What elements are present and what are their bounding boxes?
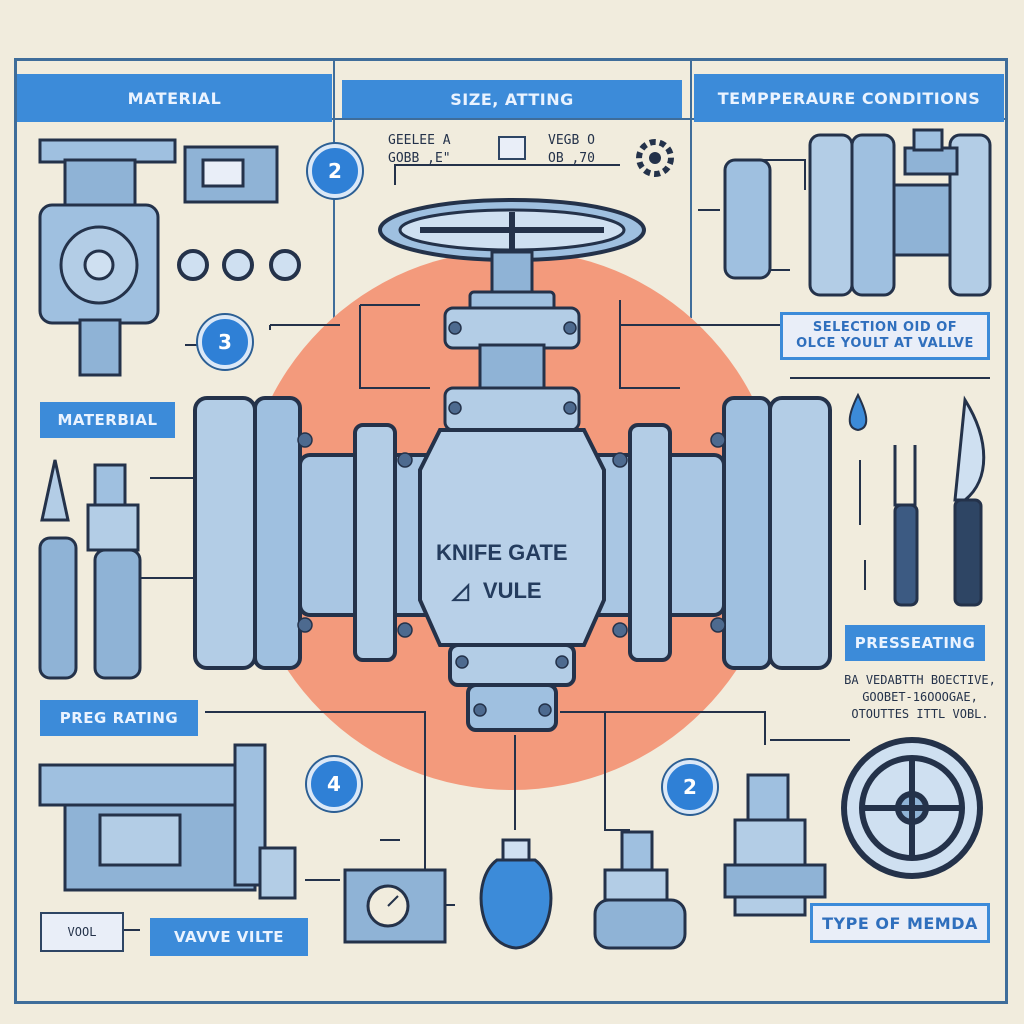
connector-line	[604, 712, 630, 831]
flanged-assembly-top-right	[723, 128, 992, 297]
label-valve-vilte: VAVVE VILTE	[150, 918, 308, 956]
valve-title-line-2-text: VULE	[482, 578, 542, 603]
flange-bolts	[297, 321, 726, 717]
step-badge-2-bottom: 2	[663, 760, 717, 814]
small-box-icon	[498, 136, 526, 160]
right-paragraph-line-1: BA VEDABTTH BOECTIVE,	[844, 673, 996, 687]
handwheel-top	[378, 198, 646, 299]
label-material-left: MATERBIAL	[40, 402, 175, 438]
size-note-left-line-2: GOBB ,E"	[388, 151, 451, 166]
washer-rings	[177, 249, 301, 281]
step-badge-2-top: 2	[308, 144, 362, 198]
small-valve-right	[723, 773, 827, 917]
pen-tool	[38, 459, 78, 680]
step-badge-3: 3	[198, 315, 252, 369]
machine-illustration	[38, 743, 297, 900]
right-paragraph-line-3: OTOUTTES ITTL VOBL.	[851, 707, 989, 721]
header-size-rating: SIZE, ATTING	[342, 80, 682, 118]
step-badge-4: 4	[307, 757, 361, 811]
base-cylinder	[593, 830, 687, 950]
handwheel-icon	[841, 737, 983, 879]
divider-vertical-1	[333, 58, 335, 338]
connector-line	[359, 305, 430, 389]
arrow-icon: ◿	[452, 578, 469, 603]
selection-line-2: OLCE YOULT AT VALLVE	[796, 336, 974, 351]
gauge-icon	[343, 868, 447, 944]
label-type-of-media: TYPE OF MEMDA	[810, 903, 990, 943]
label-pressure-rating-right: PRESSEATING	[845, 625, 985, 661]
valve-body	[193, 396, 832, 732]
size-note-right-line-2: OB ,70	[548, 151, 595, 166]
cylinder-tool	[86, 463, 142, 680]
valve-title-line-1: KNIFE GATE	[436, 540, 568, 565]
size-note-right: VEGB O OB ,70	[548, 132, 595, 168]
selection-line-1: SELECTION OID OF	[812, 320, 958, 335]
water-drop-icon	[848, 392, 868, 432]
divider-vertical-2	[690, 58, 692, 318]
valve-title-line-2: ◿ VULE	[452, 578, 542, 604]
right-paragraph-line-2: GOOBET-16OOOGAE,	[862, 690, 978, 704]
header-material: MATERIAL	[17, 74, 332, 122]
vool-box: VOOL	[40, 912, 124, 952]
knife-icon	[953, 395, 986, 607]
connector-line	[560, 711, 766, 745]
bulb-icon	[479, 838, 553, 950]
connector-line	[394, 164, 620, 185]
label-selection-guide: SELECTION OID OF OLCE YOULT AT VALLVE	[780, 312, 990, 360]
size-note-left-line-1: GEELEE A	[388, 133, 451, 148]
fork-icon	[893, 445, 919, 607]
divider-horizontal-1	[14, 118, 1008, 120]
pump-illustration	[38, 138, 177, 377]
size-note-left: GEELEE A GOBB ,E"	[388, 132, 451, 168]
diagram-frame	[14, 58, 1008, 1004]
header-temperature: TEMPPERAURE CONDITIONS	[694, 74, 1004, 122]
right-paragraph: BA VEDABTTH BOECTIVE, GOOBET-16OOOGAE, O…	[830, 672, 1010, 723]
size-note-right-line-1: VEGB O	[548, 133, 595, 148]
connector-line	[619, 300, 680, 389]
valve-bonnet	[443, 290, 581, 432]
gear-icon	[636, 139, 674, 177]
label-pres-rating-left: PREG RATING	[40, 700, 198, 736]
switch-symbol	[183, 145, 279, 204]
connector-line	[760, 159, 806, 190]
